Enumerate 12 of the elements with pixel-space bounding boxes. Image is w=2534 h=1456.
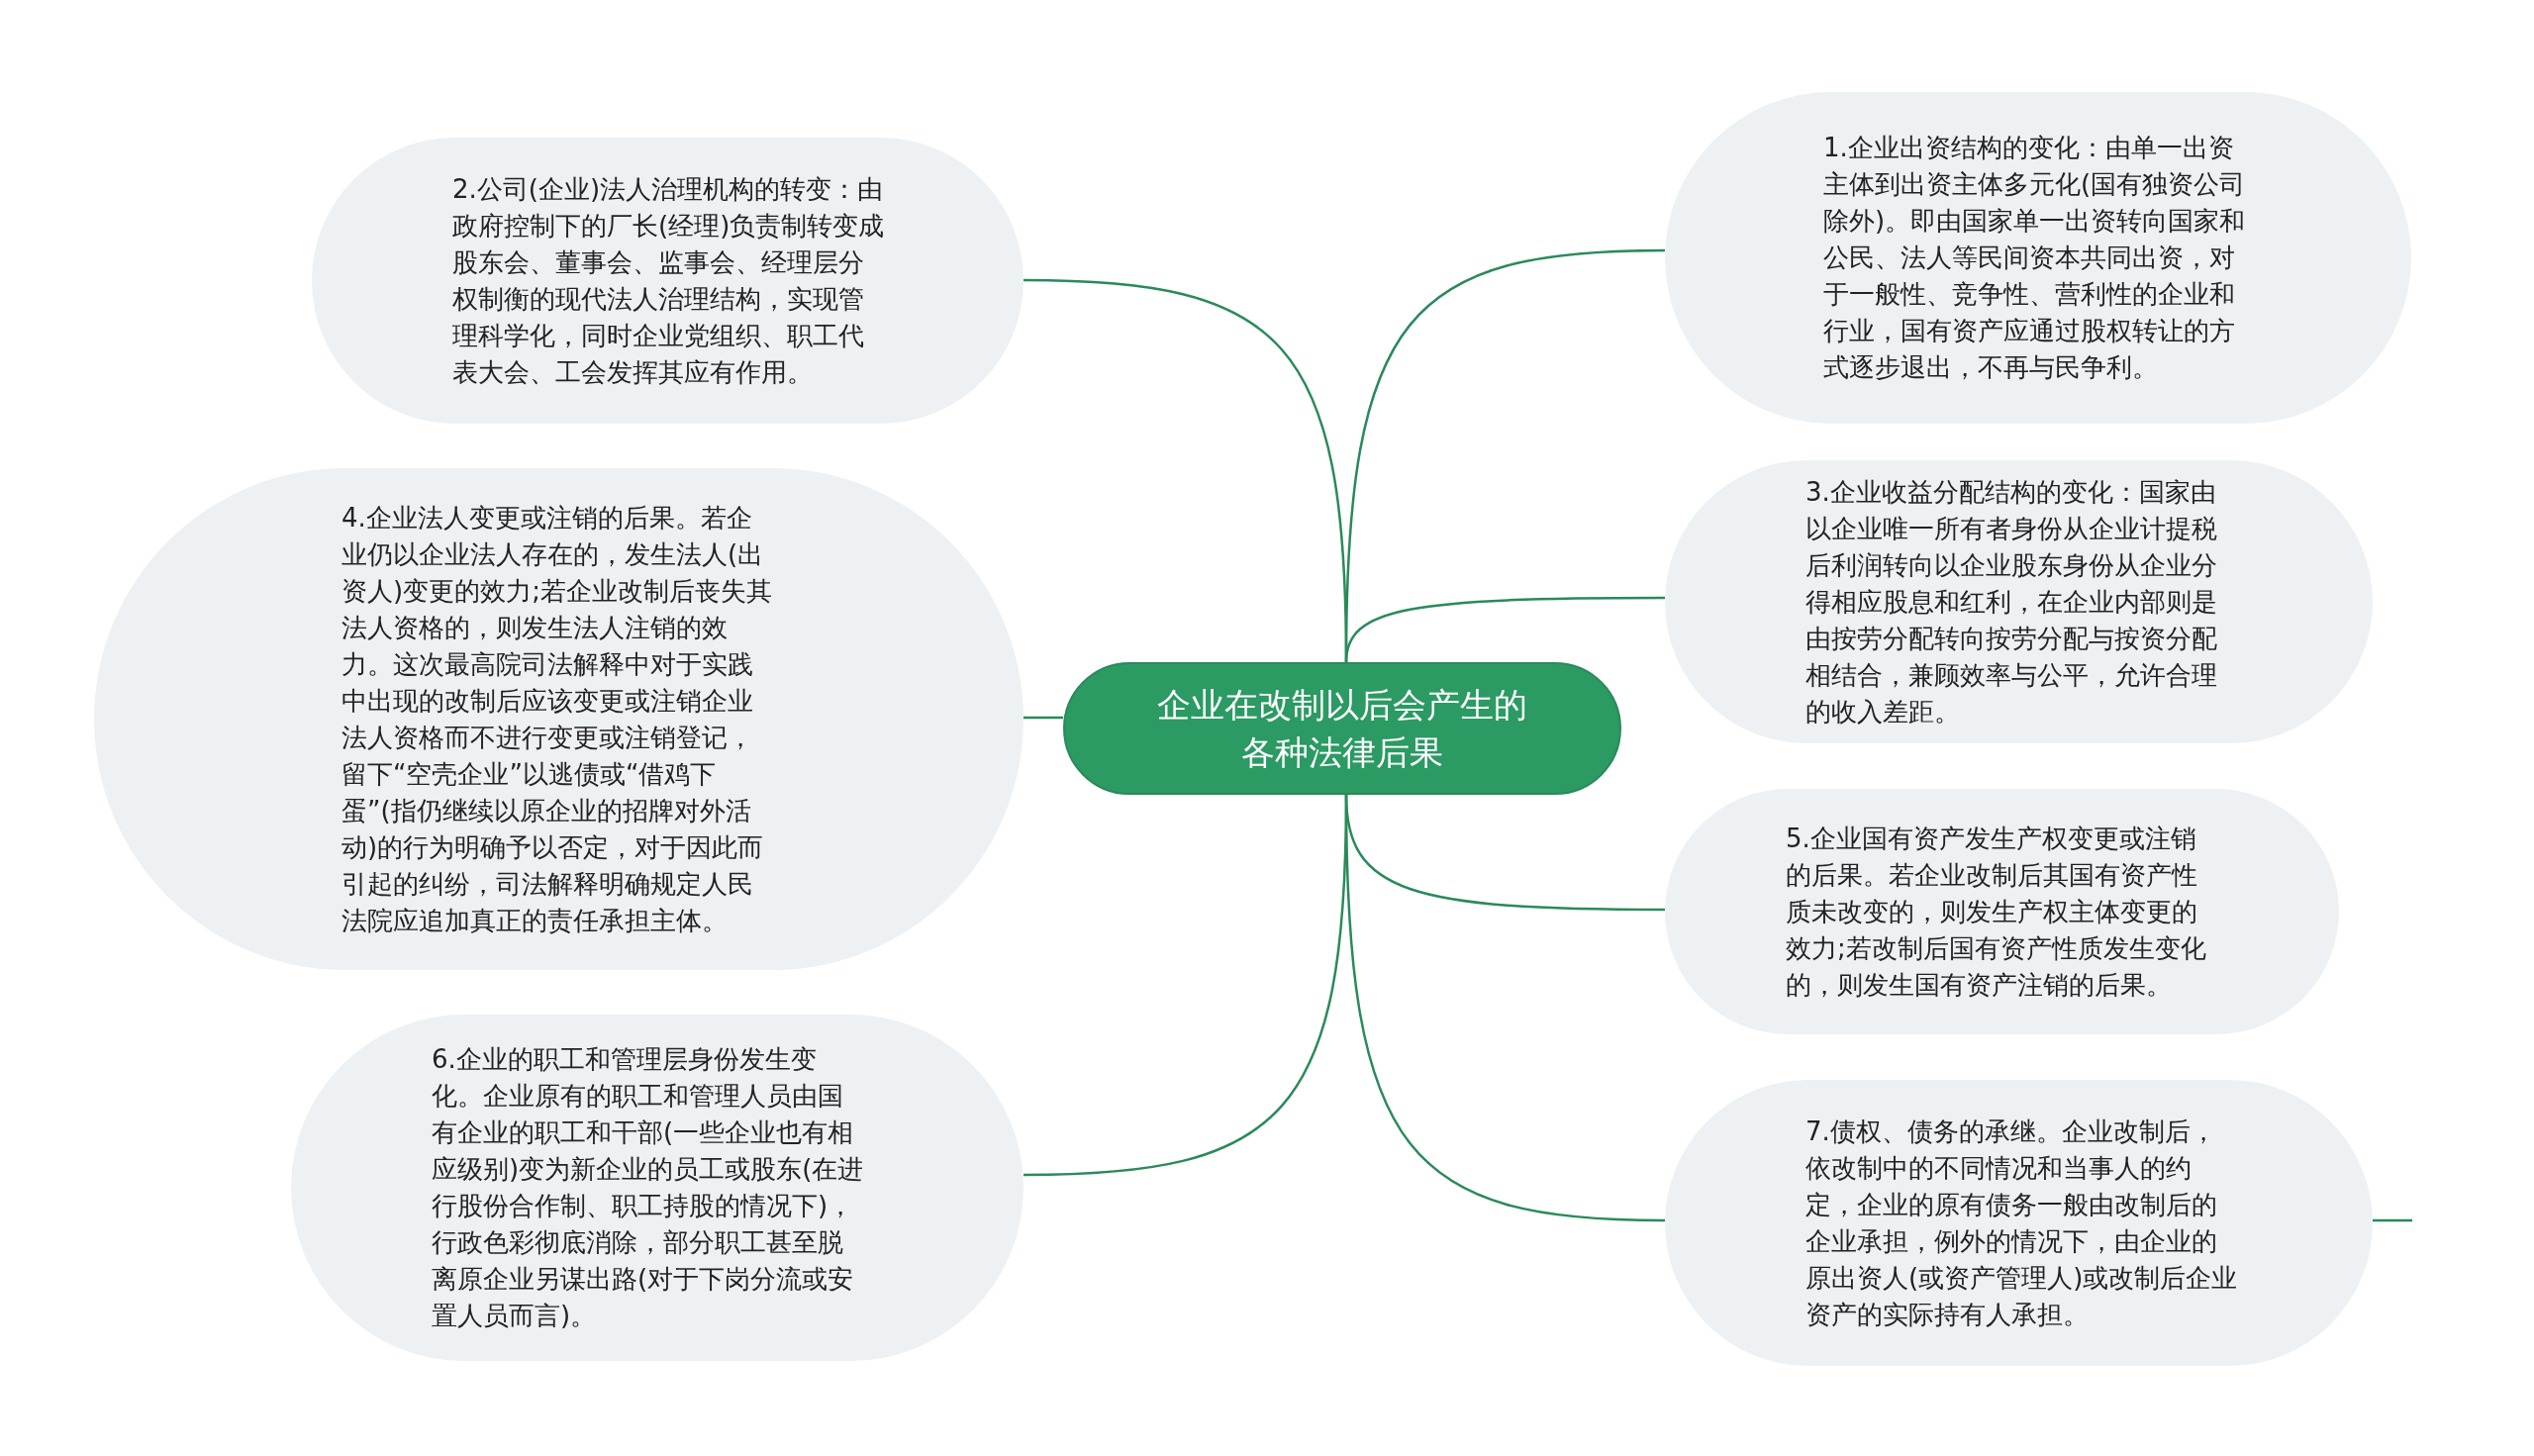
connector-line [2373,1218,2412,1222]
topic-text: 3.企业收益分配结构的变化：国家由以企业唯一所有者身份从企业计提税后利润转向以企业股东身份从企业分得相应股息和红利，在企业内部则是由按劳分配转向按劳分配与按资分配相结合，兼顾效率与公平，允许合理的收入差距。 [1805,475,2218,728]
connector-line [1344,794,1666,1222]
topic-text: 6.企业的职工和管理层身份发生变化。企业原有的职工和管理人员由国有企业的职工和干部(一些企业也有相应级别)变为新企业的员工或股东(在进行股份合作制、职工持股的情况下)，行政色彩彻底消除，部分职工甚至脱离原企业另谋出路(对于下岗分流或安置人员而言)。 [432,1043,865,1332]
topic-text: 7.债权、债务的承继。企业改制后，依改制中的不同情况和当事人的约定，企业的原有债务一般由改制后的企业承担，例外的情况下，由企业的原出资人(或资产管理人)或改制后企业资产的实际持有人承担。 [1805,1115,2239,1331]
topic-text: 5.企业国有资产发生产权变更或注销的后果。若企业改制后其国有资产性质未改变的，则发生产权主体变更的效力;若改制后国有资产性质发生变化的，则发生国有资产注销的后果。 [1786,822,2207,1002]
topic-text: 1.企业出资结构的变化：由单一出资主体到出资主体多元化(国有独资公司除外)。即由国家单一出资转向国家和公民、法人等民间资本共同出资，对于一般性、竞争性、营利性的企业和行业，国有资产应通过股权转让的方式逐步退出，不再与民争利。 [1823,132,2247,384]
topic-text: 2.公司(企业)法人治理机构的转变：由政府控制下的厂长(经理)负责制转变成股东会、董事会、监事会、经理层分权制衡的现代法人治理结构，实现管理科学化，同时企业党组织、职工代表大会、工会发挥其应有作用。 [452,172,886,389]
connector-line [1344,596,1665,663]
connector-line [1023,716,1063,720]
topic-text: 4.企业法人变更或注销的后果。若企业仍以企业法人存在的，发生法人(出资人)变更的效力;若企业改制后丧失其法人资格的，则发生法人注销的效力。这次最高院司法解释中对于实践中出现的改制后应该变更或注销企业法人资格而不进行变更或注销登记，留下“空壳企业”以逃债或“借鸡下蛋”(指仍继续以原企业的招牌对外活动)的行为明确予以否定，对于因此而引起的纠纷，司法解释明确规定人民法院应追加真正的责任承担主体。 [341,501,773,937]
topic-text: 企业在改制以后会产生的各种法律后果 [1156,684,1528,774]
